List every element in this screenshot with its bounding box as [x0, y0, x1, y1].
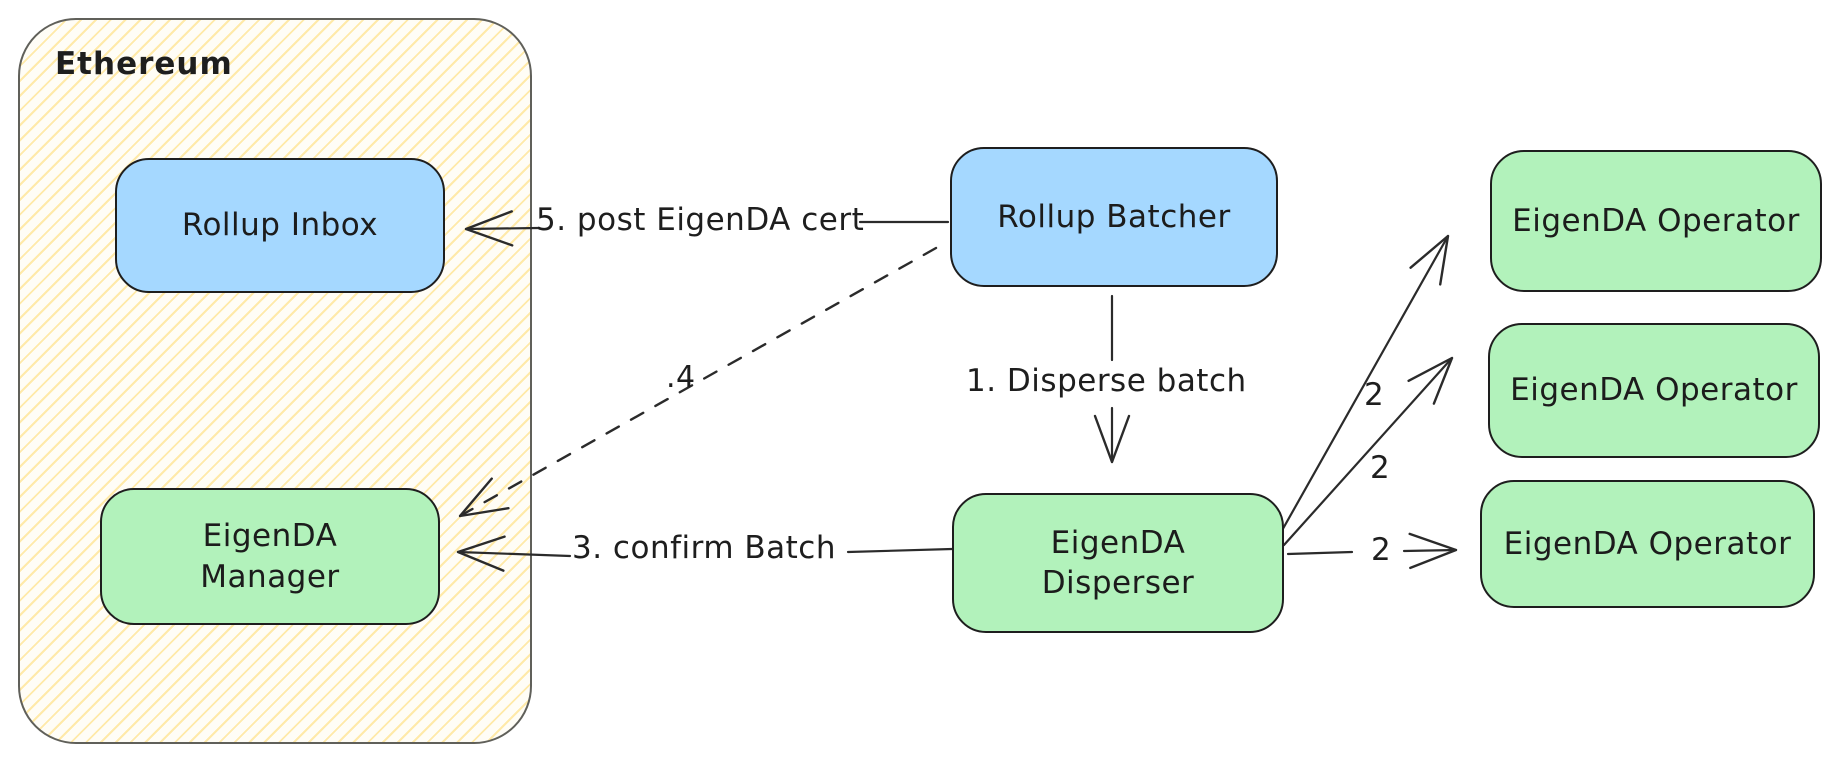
edge-label-two-bottom: 2: [1371, 532, 1392, 568]
node-eigenda-manager-label: EigenDA Manager: [200, 518, 340, 595]
node-rollup-inbox-label: Rollup Inbox: [181, 207, 379, 244]
edge-label-two-top: 2: [1364, 377, 1385, 413]
node-rollup-batcher: Rollup Batcher: [950, 147, 1278, 287]
node-eigenda-operator-top-label: EigenDA Operator: [1512, 202, 1800, 239]
node-rollup-batcher-label: Rollup Batcher: [997, 198, 1231, 235]
node-eigenda-operator-bottom-label: EigenDA Operator: [1503, 525, 1792, 562]
ethereum-boundary: [18, 18, 532, 744]
edge-label-confirm-batch: 3. confirm Batch: [572, 530, 836, 566]
node-eigenda-disperser-label: EigenDA Disperser: [1041, 524, 1195, 601]
node-eigenda-operator-bottom: EigenDA Operator: [1480, 480, 1815, 608]
node-eigenda-operator-middle-label: EigenDA Operator: [1510, 372, 1798, 409]
node-eigenda-operator-top: EigenDA Operator: [1490, 150, 1822, 292]
edge-label-two-middle: 2: [1370, 450, 1391, 486]
node-rollup-inbox: Rollup Inbox: [115, 158, 445, 293]
edge-label-post-eigenda-cert: 5. post EigenDA cert: [536, 202, 865, 238]
edge-label-step4: .4: [666, 360, 696, 395]
ethereum-label: Ethereum: [55, 46, 233, 82]
node-eigenda-operator-middle: EigenDA Operator: [1488, 323, 1820, 458]
node-eigenda-manager: EigenDA Manager: [100, 488, 440, 625]
edge-label-disperse-batch: 1. Disperse batch: [966, 363, 1247, 399]
node-eigenda-disperser: EigenDA Disperser: [952, 493, 1284, 633]
